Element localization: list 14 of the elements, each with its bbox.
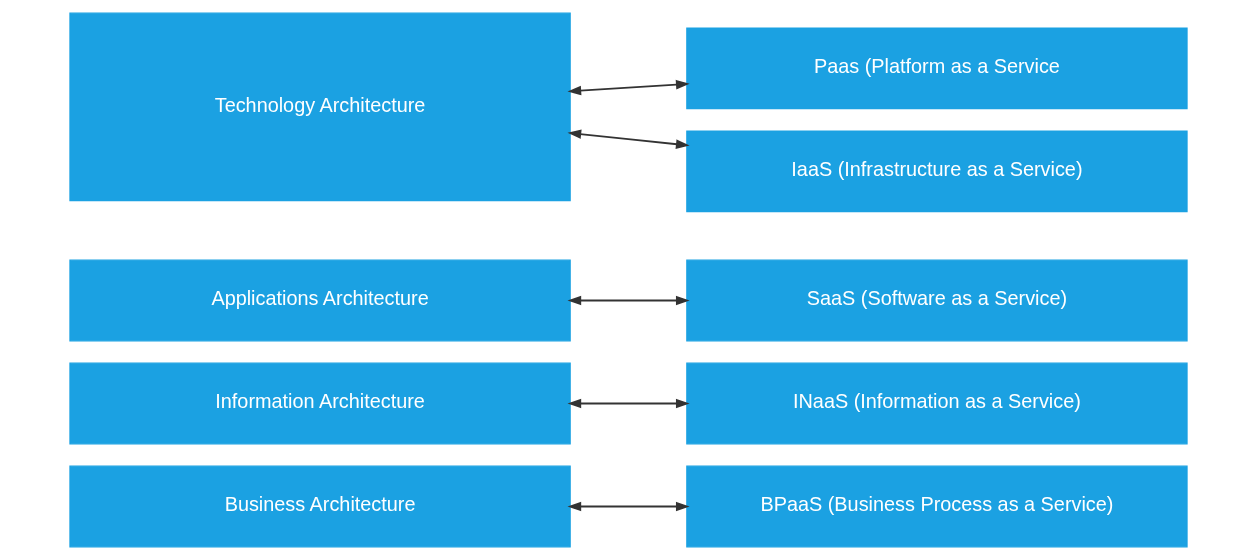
- node-box: Business Architecture: [68, 465, 571, 548]
- node-box: Information Architecture: [68, 362, 571, 445]
- node-box: BPaaS (Business Process as a Service): [685, 465, 1188, 548]
- arrow: [567, 398, 690, 409]
- node-box: Paas (Platform as a Service: [685, 27, 1188, 110]
- arrow: [567, 129, 690, 149]
- node-box: IaaS (Infrastructure as a Service): [685, 130, 1188, 213]
- node-box: Technology Architecture: [68, 12, 571, 202]
- arrow: [567, 295, 690, 306]
- node-box: INaaS (Information as a Service): [685, 362, 1188, 445]
- arrow: [567, 79, 690, 96]
- node-box: Applications Architecture: [68, 259, 571, 342]
- node-box: SaaS (Software as a Service): [685, 259, 1188, 342]
- arrow: [567, 501, 690, 512]
